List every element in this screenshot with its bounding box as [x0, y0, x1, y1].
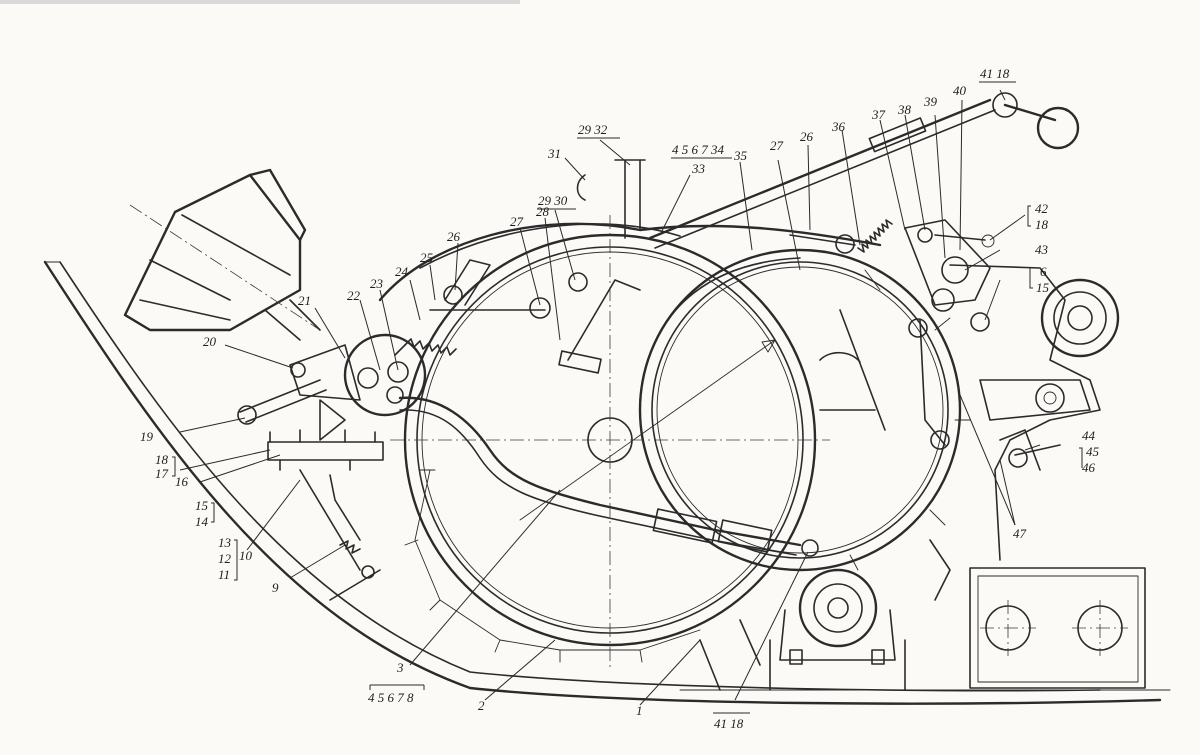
label-38: 38: [897, 102, 912, 117]
label-42: 42: [1035, 201, 1049, 216]
label-23: 23: [370, 276, 384, 291]
label-24: 24: [395, 264, 409, 279]
label-36: 36: [831, 119, 846, 134]
label-27-left: 27: [510, 214, 524, 229]
label-37: 37: [871, 107, 886, 122]
connecting-rod: [398, 396, 802, 556]
right-pulley: [1035, 278, 1120, 413]
label-20: 20: [203, 334, 217, 349]
label-21: 21: [298, 293, 311, 308]
top-spring-24: [394, 338, 457, 356]
label-3-subparts: 4 5 6 7 8: [368, 690, 414, 705]
top-right-spring-36: [789, 219, 893, 254]
label-17: 17: [155, 466, 169, 481]
label-18-left: 18: [155, 452, 169, 467]
housing-frame: [43, 222, 1171, 705]
label-44: 44: [1082, 428, 1096, 443]
label-15-right: 15: [1036, 280, 1050, 295]
large-drum: [390, 215, 830, 670]
label-13: 13: [218, 535, 232, 550]
pivot-assembly: [237, 333, 427, 471]
label-2: 2: [478, 698, 485, 713]
label-33: 33: [691, 161, 706, 176]
label-41-18-bottom: 41 18: [714, 716, 744, 731]
label-11: 11: [218, 567, 230, 582]
label-45: 45: [1086, 444, 1100, 459]
scan-edge: [0, 0, 520, 4]
motor-unit: [123, 168, 321, 341]
label-39: 39: [923, 94, 938, 109]
housing-holes: [980, 600, 1128, 656]
callout-labels: 1 2 3 4 5 6 7 8 9 10 11 12 13 14 15 16 1…: [140, 66, 1100, 731]
right-lever-group: [904, 219, 1061, 471]
label-26-left: 26: [447, 229, 461, 244]
label-46: 46: [1082, 460, 1096, 475]
label-47: 47: [1013, 526, 1027, 541]
label-31: 31: [547, 146, 561, 161]
label-10: 10: [239, 548, 253, 563]
lever-26: [429, 259, 546, 311]
label-29-30: 29 30: [538, 193, 568, 208]
lower-spring-assembly: [299, 469, 381, 601]
label-12: 12: [218, 551, 232, 566]
label-28: 28: [536, 204, 550, 219]
label-9: 9: [272, 580, 279, 595]
leader-lines: [179, 89, 1041, 706]
label-25: 25: [420, 250, 434, 265]
label-35: 35: [733, 148, 748, 163]
small-drum: [638, 248, 971, 572]
top-rod-33: [648, 92, 1080, 249]
label-3: 3: [396, 660, 404, 675]
label-26-right: 26: [800, 129, 814, 144]
label-29-32: 29 32: [578, 122, 608, 137]
label-1: 1: [636, 703, 643, 718]
label-19: 19: [140, 429, 154, 444]
label-22: 22: [347, 288, 361, 303]
label-6: 6: [1040, 264, 1047, 279]
label-41-18-top: 41 18: [980, 66, 1010, 81]
label-14: 14: [195, 514, 209, 529]
label-43: 43: [1035, 242, 1049, 257]
label-27-right: 27: [770, 138, 784, 153]
bottom-pulley: [769, 568, 906, 691]
label-33-subparts: 4 5 6 7 34: [672, 142, 725, 157]
inner-mechanisms: [529, 159, 951, 691]
label-40: 40: [953, 83, 967, 98]
label-16: 16: [175, 474, 189, 489]
label-18-right: 18: [1035, 217, 1049, 232]
label-15: 15: [195, 498, 209, 513]
